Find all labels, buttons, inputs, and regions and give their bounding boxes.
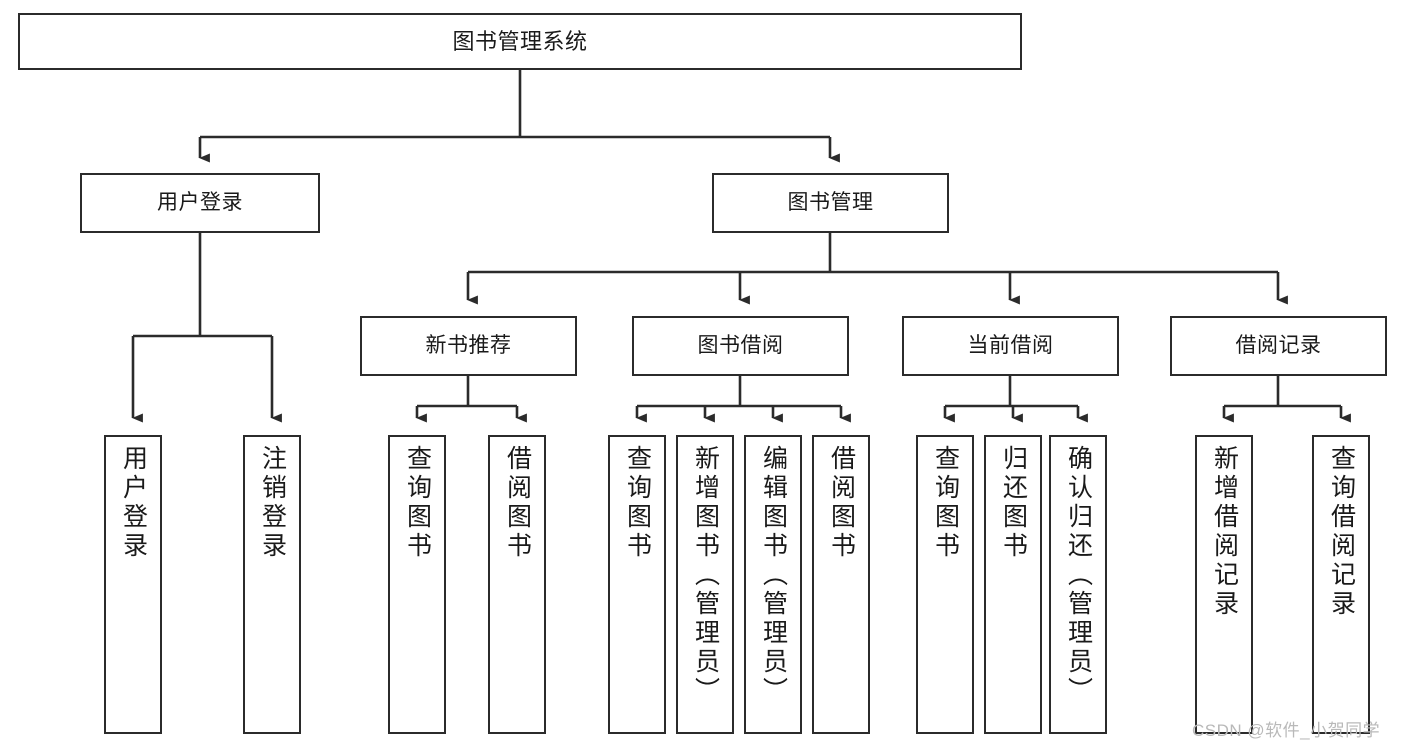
node-label: 用户登录 [157, 190, 243, 214]
node-label: 借阅图书 [503, 445, 532, 561]
node-current-borrow[interactable]: 当前借阅 [902, 316, 1119, 376]
node-label: 归还图书 [999, 445, 1028, 561]
leaf-record-add-borrow-record[interactable]: 新增借阅记录 [1195, 435, 1253, 734]
node-label: 图书管理 [787, 190, 874, 214]
node-borrow-record[interactable]: 借阅记录 [1170, 316, 1387, 376]
node-label: 确认归还（管理员） [1064, 445, 1093, 706]
node-label: 借阅图书 [827, 445, 856, 561]
node-label: 图书借阅 [697, 333, 784, 357]
leaf-current-query-book[interactable]: 查询图书 [916, 435, 974, 734]
node-root-system[interactable]: 图书管理系统 [18, 13, 1022, 70]
node-label: 编辑图书（管理员） [759, 445, 788, 706]
leaf-user-login-signin[interactable]: 用户登录 [104, 435, 162, 734]
leaf-borrow-add-book-admin[interactable]: 新增图书（管理员） [676, 435, 734, 734]
node-label: 查询借阅记录 [1327, 445, 1356, 619]
node-label: 用户登录 [119, 445, 148, 561]
node-book-management[interactable]: 图书管理 [712, 173, 949, 233]
node-label: 查询图书 [403, 445, 432, 561]
leaf-borrow-query-book[interactable]: 查询图书 [608, 435, 666, 734]
node-label: 新增图书（管理员） [691, 445, 720, 706]
node-label: 注销登录 [258, 445, 287, 561]
node-book-borrow[interactable]: 图书借阅 [632, 316, 849, 376]
node-label: 查询图书 [623, 445, 652, 561]
leaf-recommend-query-book[interactable]: 查询图书 [388, 435, 446, 734]
node-label: 当前借阅 [967, 333, 1054, 357]
csdn-watermark: CSDN @软件_小贺同学 [1192, 721, 1381, 740]
leaf-recommend-borrow-book[interactable]: 借阅图书 [488, 435, 546, 734]
leaf-current-confirm-return-admin[interactable]: 确认归还（管理员） [1049, 435, 1107, 734]
leaf-borrow-borrow-book[interactable]: 借阅图书 [812, 435, 870, 734]
node-label: 新增借阅记录 [1210, 445, 1239, 619]
node-label: 图书管理系统 [452, 28, 588, 54]
leaf-record-query-borrow-record[interactable]: 查询借阅记录 [1312, 435, 1370, 734]
node-label: 借阅记录 [1235, 333, 1322, 357]
node-label: 查询图书 [931, 445, 960, 561]
node-label: 新书推荐 [425, 333, 512, 357]
node-new-book-recommend[interactable]: 新书推荐 [360, 316, 577, 376]
leaf-user-login-signout[interactable]: 注销登录 [243, 435, 301, 734]
leaf-borrow-edit-book-admin[interactable]: 编辑图书（管理员） [744, 435, 802, 734]
node-user-login[interactable]: 用户登录 [80, 173, 320, 233]
leaf-current-return-book[interactable]: 归还图书 [984, 435, 1042, 734]
